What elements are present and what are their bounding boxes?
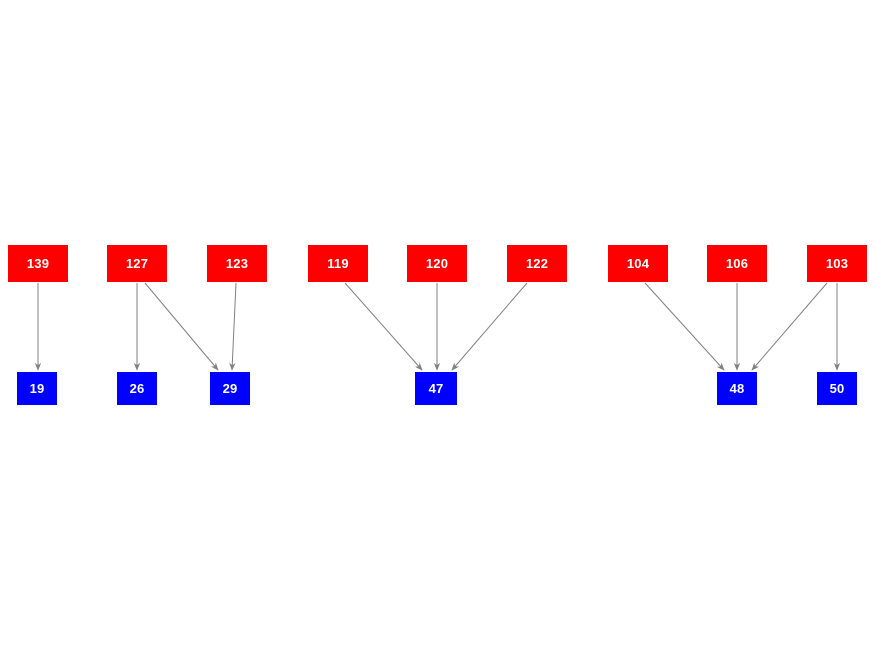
node-label: 26 (129, 381, 145, 396)
graph-node-122[interactable]: 122 (507, 245, 567, 282)
graph-node-29[interactable]: 29 (210, 372, 250, 405)
graph-node-120[interactable]: 120 (407, 245, 467, 282)
graph-edge (751, 282, 828, 371)
node-label: 122 (525, 256, 549, 271)
graph-node-104[interactable]: 104 (608, 245, 668, 282)
graph-node-123[interactable]: 123 (207, 245, 267, 282)
graph-edge (344, 282, 423, 371)
graph-edge (144, 282, 219, 371)
graph-node-19[interactable]: 19 (17, 372, 57, 405)
node-label: 139 (26, 256, 50, 271)
graph-node-139[interactable]: 139 (8, 245, 68, 282)
edge-group (34, 282, 841, 371)
graph-node-106[interactable]: 106 (707, 245, 767, 282)
graph-node-127[interactable]: 127 (107, 245, 167, 282)
node-label: 29 (222, 381, 238, 396)
node-label: 48 (729, 381, 745, 396)
node-label: 106 (725, 256, 749, 271)
graph-node-103[interactable]: 103 (807, 245, 867, 282)
node-label: 103 (825, 256, 849, 271)
node-label: 127 (125, 256, 149, 271)
node-label: 119 (327, 256, 349, 271)
graph-edge (229, 282, 237, 371)
graph-edge (451, 282, 528, 371)
graph-node-26[interactable]: 26 (117, 372, 157, 405)
node-label: 123 (225, 256, 249, 271)
node-label: 104 (626, 256, 650, 271)
graph-node-47[interactable]: 47 (415, 372, 457, 405)
node-label: 120 (425, 256, 449, 271)
graph-node-119[interactable]: 119 (308, 245, 368, 282)
node-label: 19 (29, 381, 45, 396)
graph-node-50[interactable]: 50 (817, 372, 857, 405)
node-label: 47 (428, 381, 444, 396)
graph-edge (644, 282, 725, 371)
node-label: 50 (829, 381, 845, 396)
graph-node-48[interactable]: 48 (717, 372, 757, 405)
